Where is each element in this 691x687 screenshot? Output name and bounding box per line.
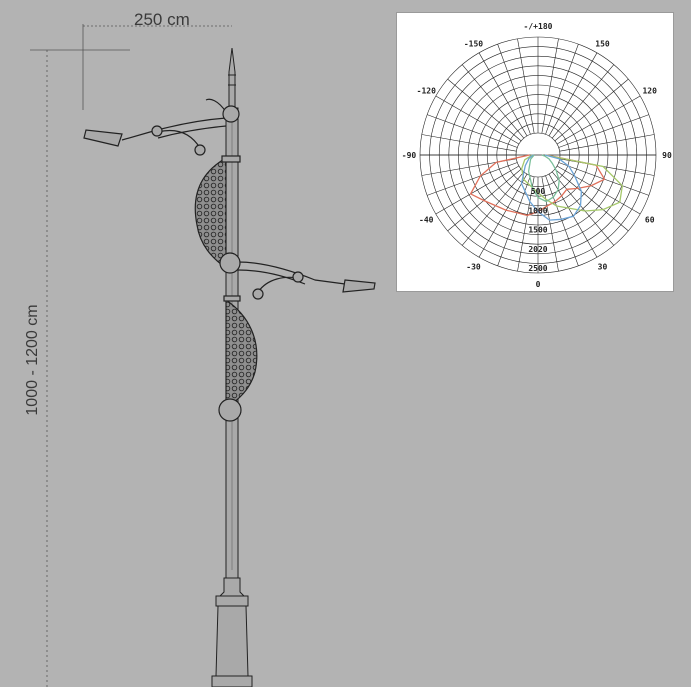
polar-spoke [541, 38, 559, 134]
polar-angle-label: 0 [536, 280, 541, 289]
polar-spoke [558, 114, 649, 148]
lower-lattice-panel [225, 298, 258, 410]
polar-angle-label: -120 [417, 87, 436, 96]
polar-radial-label: 1000 [528, 206, 547, 215]
polar-radial-label: 1500 [528, 226, 547, 235]
polar-angle-label: 90 [662, 151, 672, 160]
polar-spoke [421, 134, 517, 152]
pole-base [211, 577, 253, 687]
polar-angle-label: -90 [402, 151, 417, 160]
polar-spoke [545, 175, 579, 266]
photometric-polar-chart: -/+180 150 -150 120 -120 90 -90 60 -40 30 -30 0 500 1… [396, 12, 674, 292]
polar-series-curve [527, 154, 560, 203]
pole-collars [218, 105, 242, 422]
polar-spoke [554, 168, 629, 232]
polar-spoke [551, 64, 615, 139]
polar-spoke [461, 171, 525, 246]
polar-labels: -/+180 150 -150 120 -120 90 -90 60 -40 30 -30 0 500 1… [402, 22, 672, 289]
polar-series [469, 154, 623, 221]
polar-spoke [478, 173, 528, 258]
polar-spoke [497, 44, 531, 135]
lower-arm [237, 261, 376, 300]
polar-spoke [447, 168, 522, 232]
polar-spoke [478, 52, 528, 137]
polar-series-curve [520, 154, 583, 221]
polar-angle-label: 60 [645, 216, 655, 225]
polar-angle-label: 120 [642, 87, 657, 96]
pole-finial [228, 47, 236, 109]
upper-lattice-panel [194, 156, 227, 270]
polar-spoke [541, 176, 559, 272]
width-dimension-label: 250 cm [134, 10, 190, 29]
polar-radial-label: 500 [531, 187, 546, 196]
polar-spoke [461, 64, 525, 139]
polar-angle-label: -/+180 [524, 22, 553, 31]
polar-spoke [427, 114, 518, 148]
polar-angle-label: -40 [419, 216, 434, 225]
polar-spoke [548, 52, 598, 137]
polar-spoke [497, 175, 531, 266]
upper-arm [83, 98, 227, 156]
polar-spoke [517, 38, 535, 134]
polar-spoke [435, 95, 520, 145]
polar-spoke [559, 134, 655, 152]
polar-series-curve [521, 154, 623, 212]
polar-angle-label: 30 [598, 263, 608, 272]
polar-spoke [447, 78, 522, 142]
polar-spoke [556, 165, 641, 215]
polar-angle-label: 150 [595, 39, 610, 48]
polar-angle-label: -30 [466, 263, 481, 272]
polar-spoke [554, 78, 629, 142]
polar-angle-label: -150 [464, 39, 483, 48]
polar-spoke [551, 171, 615, 246]
polar-spoke [548, 173, 598, 258]
polar-spoke [545, 44, 579, 135]
polar-spoke [427, 162, 518, 196]
polar-spoke [517, 176, 535, 272]
polar-grid [419, 36, 657, 274]
polar-radial-label: 2500 [528, 264, 547, 273]
polar-spoke [435, 165, 520, 215]
dimension-lines [30, 24, 232, 687]
polar-spoke [556, 95, 641, 145]
polar-radial-label: 2020 [528, 245, 547, 254]
